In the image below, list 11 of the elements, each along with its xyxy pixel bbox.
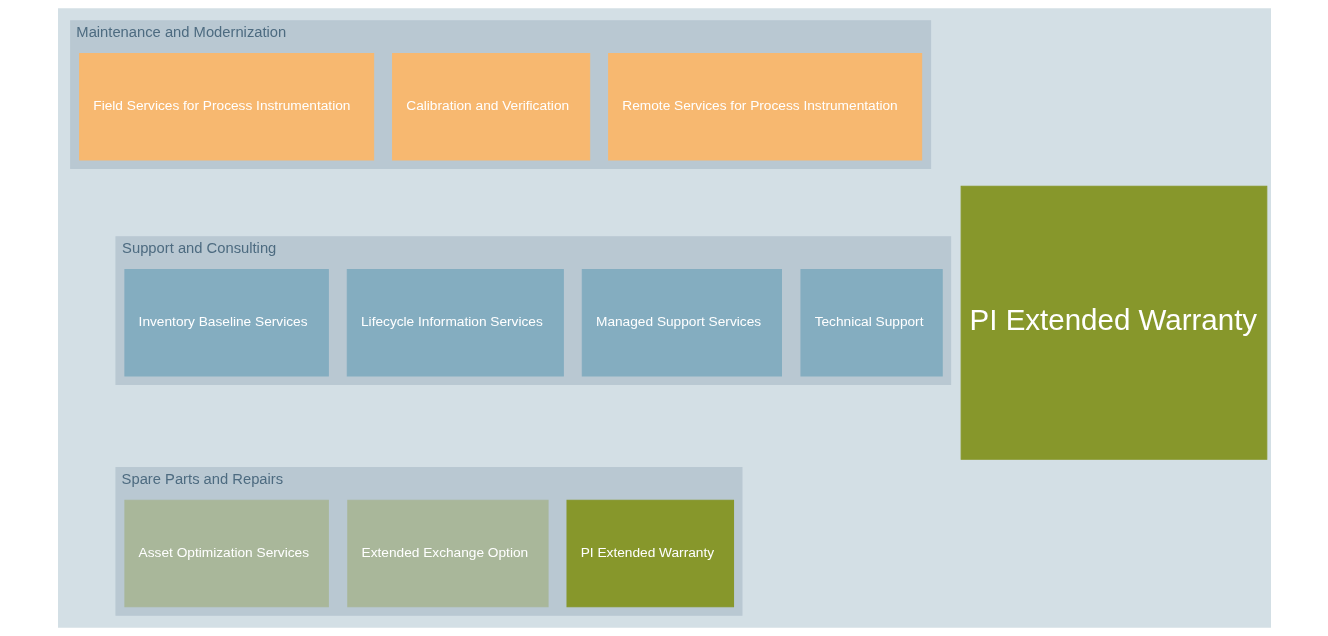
node-box: Asset Optimization Services bbox=[123, 499, 329, 608]
node-box: Inventory Baseline Services bbox=[123, 269, 329, 377]
node-box: PI Extended Warranty bbox=[960, 185, 1267, 460]
node-box: Managed Support Services bbox=[581, 269, 782, 377]
node-box: Extended Exchange Option bbox=[346, 499, 549, 608]
node-box: Remote Services for Process Instrumentation bbox=[607, 52, 922, 161]
node-box: PI Extended Warranty bbox=[566, 499, 734, 608]
node-box: Calibration and Verification bbox=[391, 52, 590, 161]
node-box: Lifecycle Information Services bbox=[346, 269, 564, 377]
node-box: Field Services for Process Instrumentation bbox=[78, 52, 374, 161]
node-box: Technical Support bbox=[799, 269, 943, 377]
